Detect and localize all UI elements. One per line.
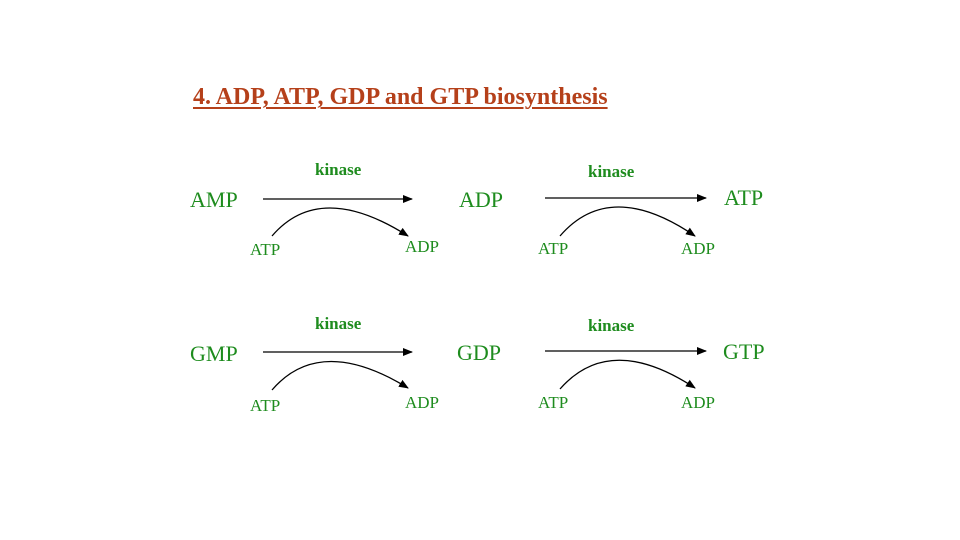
coproduct-adp: ADP xyxy=(681,393,716,412)
cofactor-arrow-1 xyxy=(271,207,409,237)
substrate-amp: AMP xyxy=(190,187,238,212)
cosubstrate-atp: ATP xyxy=(538,393,569,412)
cofactor-arrow-3 xyxy=(271,360,409,391)
coproduct-adp: ADP xyxy=(405,237,440,256)
product-gdp: GDP xyxy=(457,340,502,365)
enzyme-label: kinase xyxy=(315,160,362,179)
cosubstrate-atp: ATP xyxy=(250,240,281,259)
enzyme-label: kinase xyxy=(588,162,635,181)
coproduct-adp: ADP xyxy=(405,393,440,412)
product-adp: ADP xyxy=(459,187,504,212)
slide-title: 4. ADP, ATP, GDP and GTP biosynthesis xyxy=(193,84,608,110)
enzyme-label: kinase xyxy=(588,316,635,335)
enzyme-label: kinase xyxy=(315,314,362,333)
substrate-gmp: GMP xyxy=(190,341,238,366)
cofactor-arrow-4 xyxy=(559,359,696,390)
product-gtp: GTP xyxy=(723,339,765,364)
coproduct-adp: ADP xyxy=(681,239,716,258)
cosubstrate-atp: ATP xyxy=(538,239,569,258)
cosubstrate-atp: ATP xyxy=(250,396,281,415)
cofactor-arrow-2 xyxy=(559,206,696,237)
product-atp: ATP xyxy=(724,185,764,210)
